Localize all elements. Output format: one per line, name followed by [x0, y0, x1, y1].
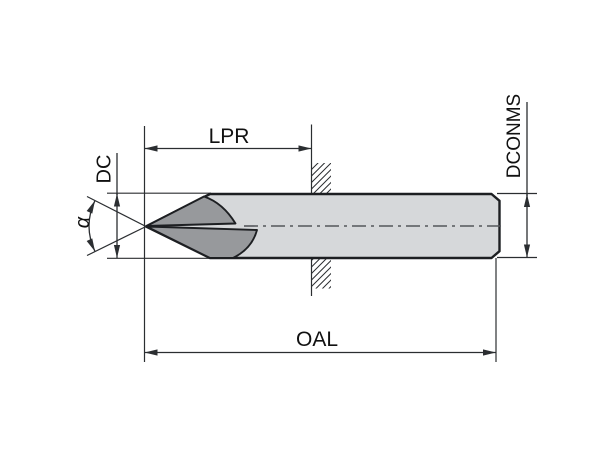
lower-flute [145, 225, 258, 259]
extension-lines [107, 124, 537, 362]
dc-dimension: DC [94, 153, 121, 258]
reference-plane-hatching [312, 163, 331, 289]
oal-dimension: OAL [144, 328, 496, 356]
lpr-label: LPR [209, 125, 250, 148]
upper-flute [145, 195, 237, 227]
alpha-label: α [72, 216, 94, 228]
angle-arc [86, 200, 96, 252]
dconms-label: DCONMS [504, 94, 525, 178]
tool-body [144, 192, 505, 260]
oal-label: OAL [296, 328, 338, 351]
angle-line-lower [86, 225, 147, 257]
point-angle-dimension: α [72, 195, 147, 257]
lpr-dimension: LPR [144, 125, 312, 152]
angle-line-upper [86, 195, 147, 228]
dc-label: DC [94, 155, 116, 184]
dconms-dimension: DCONMS [504, 94, 531, 258]
hatch-area-bottom [312, 258, 331, 289]
hatch-area-top [312, 163, 331, 194]
